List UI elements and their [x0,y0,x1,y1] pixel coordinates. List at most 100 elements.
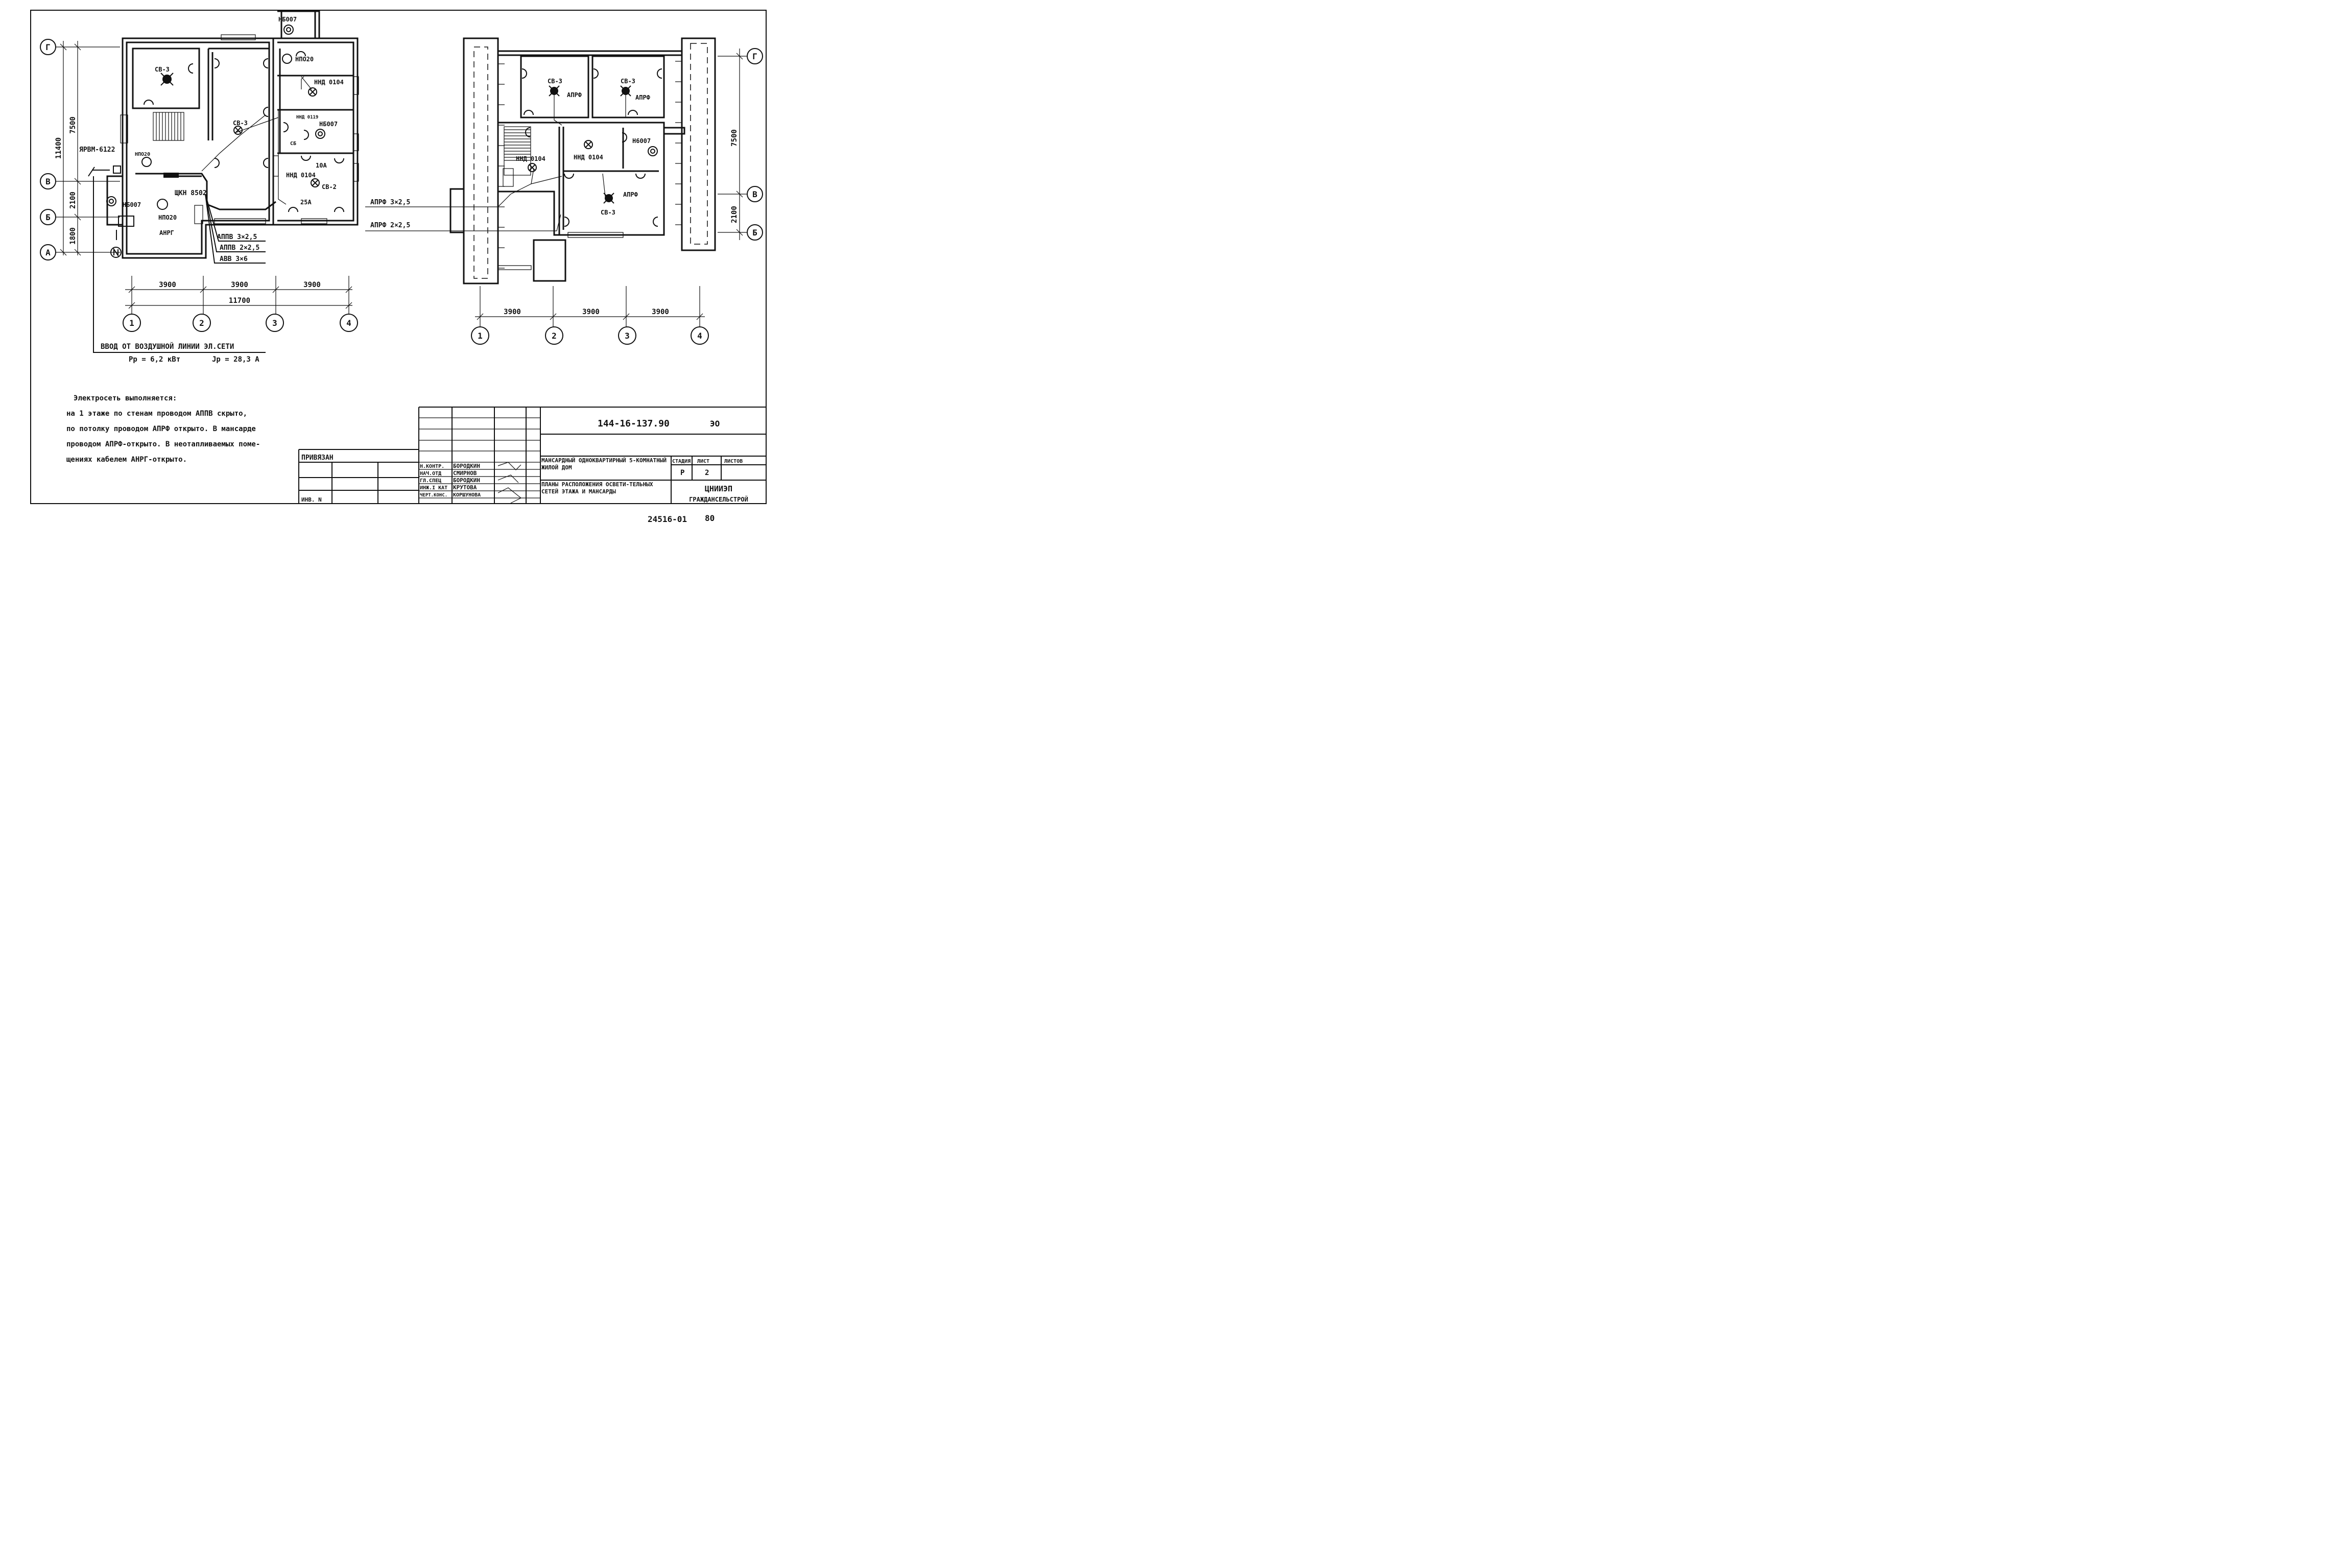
attic-label-ind0104-2: ННД 0104 [574,154,603,161]
axis-num-2-right: 2 [552,331,557,341]
org-name-1: ЦНИИЭП [705,484,732,493]
light-ind0104-1 [308,87,317,97]
light-sv3-left-2 [233,126,243,135]
axis-num-4-left: 4 [346,318,351,328]
doc-code: 144-16-137.90 [598,418,670,429]
notes-line-4: проводом АПРФ-открыто. В неотапливаемых … [66,440,260,448]
notes-line-5: щениях кабелем АНРГ-открыто. [66,456,187,464]
label-nbo07-low: НБ007 [123,201,141,208]
dim-3900-r2: 3900 [582,308,600,316]
attic-label-aprf-1: АПРФ [567,91,582,99]
axis-num-3-right: 3 [625,331,630,341]
role-2: НАЧ.ОТД [420,470,441,477]
panel-shchk [163,173,179,178]
cable-legend-3: АВВ 3×6 [220,255,248,263]
axis-num-1-right: 1 [478,331,483,341]
name-1: БОРОДКИН [453,463,480,469]
light-ind0104-2 [311,178,320,187]
light-nbo07-1 [283,25,294,35]
org-name-2: ГРАЖДАНСЕЛЬСТРОЙ [689,495,748,503]
axis-label-g-right: Г [752,52,757,61]
attic-label-ind0104-1: ННД 0104 [516,155,545,162]
light-sv3-attic-3 [603,193,614,204]
light-nbo07-2 [315,129,325,139]
dim-11400: 11400 [55,137,63,159]
inv-label: ИНВ. N [301,496,322,503]
label-sv3-2: СВ-3 [233,120,248,127]
attic-label-h6007: Н6007 [632,137,651,145]
dim-3900-l1: 3900 [159,281,176,289]
axis-num-1-left: 1 [129,318,134,328]
light-h6007-attic [648,146,658,156]
dim-3900-r1: 3900 [504,308,521,316]
label-sv3-1: СВ-3 [155,66,170,73]
axis-label-a: А [45,248,51,257]
role-4: ИНЖ.I КАТ [420,485,447,491]
light-sv3-left-1 [160,73,174,86]
light-npo20-1 [282,54,292,64]
label-npo20-low: НПО20 [158,214,177,221]
input-line-power: Рр = 6,2 кВт [129,355,180,364]
light-nbo07-3 [106,196,116,206]
meter-box [118,216,134,227]
name-5: КОРШУНОВА [453,492,481,498]
role-5: ЧЕРТ.КОНС. [420,493,447,498]
axis-num-4-right: 4 [697,331,702,341]
stair-left [153,112,184,141]
dim-7500-right: 7500 [730,129,739,147]
privyazan-label: ПРИВЯЗАН [301,454,334,462]
object-name: МАНСАРДНЫЙ ОДНОКВАРТИРНЫЙ 5-КОМНАТНЫЙ ЖИ… [541,457,667,471]
label-nbo07-top: НБ007 [278,16,297,23]
signatures [497,462,522,504]
dim-7500-left: 7500 [69,116,77,134]
dim-3900-r3: 3900 [652,308,669,316]
light-sv3-attic-1 [549,85,560,97]
notes-line-1: Электросеть выполняется: [74,394,177,402]
attic-cable-2: АПРФ 2×2,5 [370,222,410,229]
sheet-frame [30,10,767,504]
label-ind0104-2: ННД 0104 [286,172,316,179]
left-axis-numbers: 3900 3900 3900 11700 1 2 3 4 [123,276,358,332]
attic-label-aprf-3: АПРФ [623,191,638,198]
role-3: ГЛ.СПЕЦ [420,478,441,484]
dim-2100-right: 2100 [730,206,739,223]
label-ind0104-1: ННД 0104 [314,79,344,86]
label-nbo07-mid: НБ007 [319,121,338,128]
light-npo20-2 [141,157,152,167]
notes-line-3: по потолку проводом АПРФ открыто. В манс… [66,425,256,433]
label-npo20-top: НПО20 [295,56,314,63]
attic-label-aprf-2: АПРФ [635,94,651,101]
label-npo20-stair: НПО20 [135,152,150,157]
input-line-current: Jр = 28,3 А [212,355,259,364]
axis-label-g: Г [45,42,51,52]
axis-label-v: В [45,177,51,186]
page-number: 80 [705,513,715,523]
notes-line-2: на 1 этаже по стенам проводом АППВ скрыт… [66,410,248,418]
name-4: КРУТОВА [453,484,477,491]
ground-floor-labels: СВ-3 СВ-3 СВ-2 НБ007 НПО20 НБ007 НПО20 Н… [79,16,344,263]
stair-attic [503,126,531,187]
label-sv2: СВ-2 [322,183,337,191]
attic-cable-1: АПРФ 3×2,5 [370,199,410,206]
stage-label: СТАДИЯ [672,459,691,464]
label-panel-yrvm: ЯРВМ-6122 [79,146,115,154]
axis-label-b-right: Б [752,228,757,237]
dim-2100-left: 2100 [69,192,77,209]
attic-labels: СВ-3 СВ-3 СВ-3 АПРФ АПРФ АПРФ ННД 0104 Н… [370,78,651,229]
name-3: БОРОДКИН [453,477,480,484]
dim-3900-l2: 3900 [231,281,248,289]
cable-legend-2: АППВ 2×2,5 [220,244,259,252]
label-panel-shchk: ЩКН 8502 [175,189,207,197]
light-npo20-3 [157,199,168,210]
role-1: Н.КОНТР. [420,464,444,469]
light-ind0104-attic-2 [584,140,593,149]
dim-3900-l3: 3900 [303,281,321,289]
doc-section: ЭО [710,419,720,429]
attic-label-sv3-3: СВ-3 [601,209,615,216]
label-10a: 10А [316,162,327,169]
attic-label-sv3-2: СВ-3 [621,78,635,85]
axis-num-2-left: 2 [199,318,204,328]
title-block: 144-16-137.90 ЭО ПРИВЯЗАН ИНВ. N Н.КОНТР… [298,407,766,504]
sheet-label: ЛИСТ [697,459,709,464]
label-ind0119: ННД 0119 [296,115,318,120]
